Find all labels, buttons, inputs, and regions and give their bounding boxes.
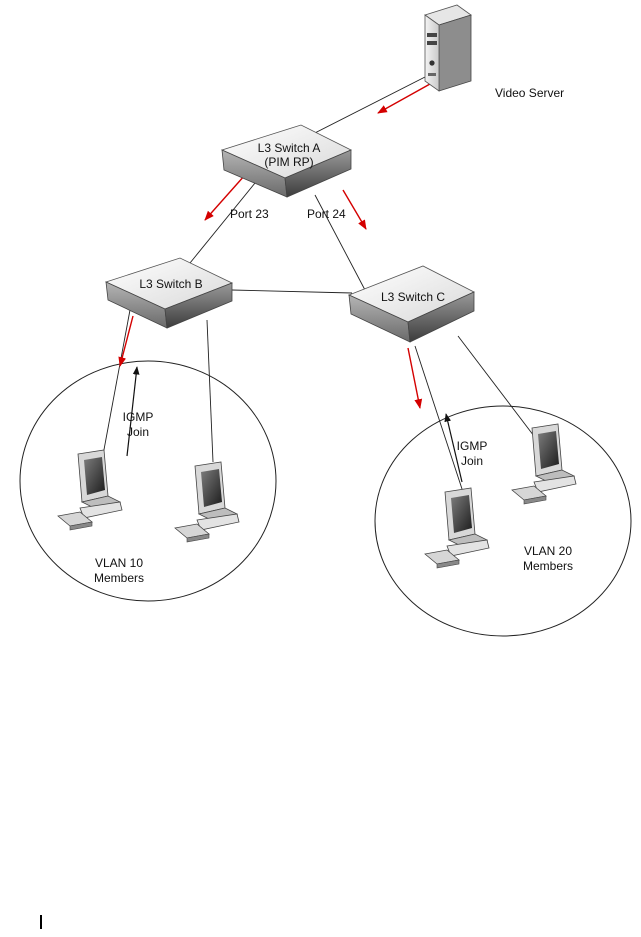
pc-icon-vlan10-left: [57, 449, 123, 531]
switch-a-label-line1: L3 Switch A: [258, 141, 321, 155]
link-switch-b-pc-left: [102, 309, 131, 456]
port23-label: Port 23: [230, 207, 269, 221]
switch-c-label: L3 Switch C: [381, 290, 445, 304]
vlan10-label-line1: VLAN 10: [95, 556, 143, 570]
igmp-join-right-line1: IGMP: [457, 439, 488, 453]
links: [102, 76, 538, 493]
link-switch-a-switch-b: [189, 182, 256, 264]
switch-a-icon: [220, 124, 352, 198]
vlan20-label-line1: VLAN 20: [524, 544, 572, 558]
switch-a-label-line2: (PIM RP): [264, 155, 313, 169]
multicast-arrow-switch-b: [118, 315, 134, 367]
vlan20-label-line2: Members: [523, 559, 573, 573]
link-switch-a-switch-c: [314, 194, 366, 291]
switch-b-label: L3 Switch B: [139, 277, 202, 291]
vlan20-circle: [374, 405, 632, 637]
margin-bar: [40, 915, 42, 929]
multicast-arrow-port24: [342, 189, 367, 230]
video-server-label: Video Server: [495, 86, 564, 100]
video-server-icon: [424, 4, 472, 92]
vlan10-label-line2: Members: [94, 571, 144, 585]
multicast-arrow-switch-c: [407, 347, 423, 409]
link-switch-c-pc-right: [457, 335, 538, 441]
switch-b-icon: [104, 257, 234, 329]
link-switch-b-switch-c: [231, 289, 353, 294]
multicast-arrow-server: [377, 83, 431, 114]
vlan10-circle: [19, 360, 277, 602]
igmp-join-right-line2: Join: [461, 454, 483, 468]
igmp-join-left-line1: IGMP: [123, 410, 154, 424]
multicast-arrows: [118, 83, 431, 409]
igmp-join-arrow-left: [126, 366, 140, 457]
switch-c-icon: [347, 265, 475, 343]
igmp-join-left-line2: Join: [127, 425, 149, 439]
link-switch-c-pc-left: [414, 345, 464, 493]
link-server-switch-a: [304, 76, 426, 139]
pc-icon-vlan20-left: [424, 487, 490, 569]
port24-label: Port 24: [307, 207, 346, 221]
pc-icon-vlan20-right: [511, 423, 577, 505]
link-switch-b-pc-right: [206, 319, 214, 463]
multicast-arrow-port23: [204, 174, 246, 221]
igmp-join-arrow-right: [444, 413, 463, 483]
pc-icon-vlan10-right: [174, 461, 240, 543]
